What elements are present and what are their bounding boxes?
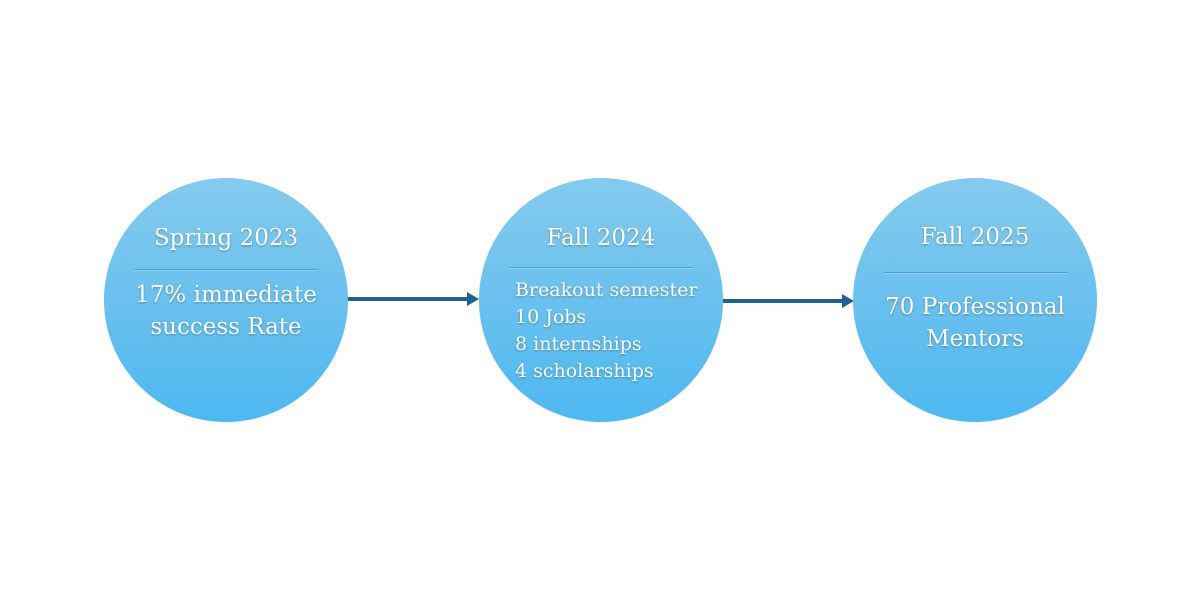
node-body-line: 8 internships: [515, 333, 642, 355]
node-body-line: Mentors: [926, 326, 1024, 352]
node-body-line: 17% immediate: [135, 282, 317, 308]
node-body-line: 4 scholarships: [515, 360, 654, 382]
timeline-node-fall-2025: Fall 2025 70 Professional Mentors: [853, 178, 1097, 422]
node-divider: [134, 269, 318, 270]
node-body: 70 Professional Mentors: [853, 291, 1097, 355]
node-title: Fall 2024: [546, 225, 656, 251]
node-body-line: success Rate: [150, 314, 302, 340]
timeline-node-fall-2024: Fall 2024 Breakout semester 10 Jobs 8 in…: [479, 178, 723, 422]
node-divider: [883, 272, 1067, 273]
node-body: 17% immediate success Rate: [104, 279, 348, 343]
node-divider: [509, 267, 693, 268]
node-body-line: 70 Professional: [885, 294, 1065, 320]
node-body: Breakout semester 10 Jobs 8 internships …: [515, 277, 697, 385]
arrow-spring-to-fall-2024: [348, 292, 479, 306]
node-body-line: 10 Jobs: [515, 306, 587, 328]
node-title: Spring 2023: [153, 225, 299, 251]
arrow-head: [842, 294, 854, 308]
node-body-line: Breakout semester: [515, 279, 698, 301]
timeline-node-spring-2023: Spring 2023 17% immediate success Rate: [104, 178, 348, 422]
arrow-head: [467, 292, 479, 306]
node-title: Fall 2025: [920, 224, 1030, 250]
arrow-fall-2024-to-fall-2025: [722, 294, 854, 308]
